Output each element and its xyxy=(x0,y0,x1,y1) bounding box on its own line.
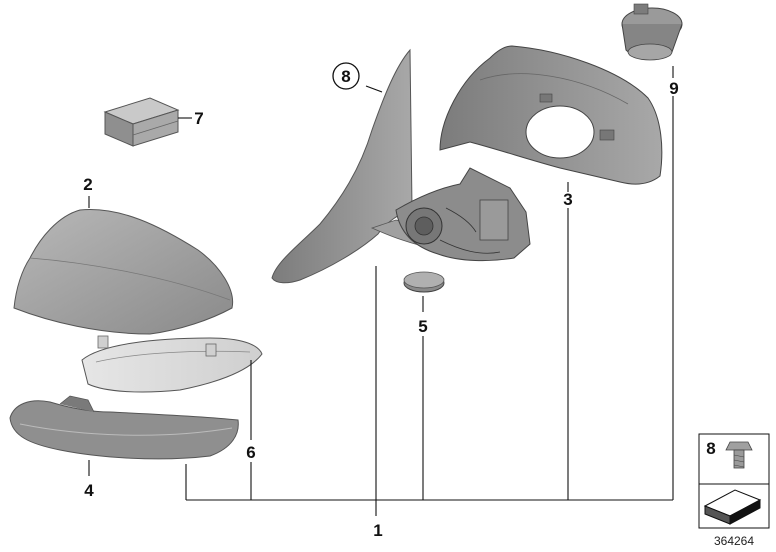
callout-7: 7 xyxy=(194,109,203,128)
part-9-actuator xyxy=(621,3,683,61)
part-7-block xyxy=(103,97,180,147)
inset-box: 8 xyxy=(698,433,770,529)
callout-3: 3 xyxy=(563,190,572,209)
part-2-mirror-cap xyxy=(13,208,234,335)
callout-4: 4 xyxy=(84,481,94,500)
part-4-lower-trim xyxy=(9,395,239,460)
callout-8-circle xyxy=(332,62,360,90)
part-5-cover-cap xyxy=(403,271,445,293)
bracket-symbol-icon xyxy=(703,489,762,525)
callout-1: 1 xyxy=(373,521,382,540)
callout-9: 9 xyxy=(669,79,678,98)
diagram-number: 364264 xyxy=(714,534,754,548)
callout-8: 8 xyxy=(341,67,350,86)
leader-lines xyxy=(88,66,674,516)
part-6-turn-signal xyxy=(81,335,263,393)
inset-label-8: 8 xyxy=(706,439,715,458)
screw-icon xyxy=(725,441,753,469)
callout-6: 6 xyxy=(246,443,255,462)
callout-2: 2 xyxy=(83,175,92,194)
part-1-motor-assembly xyxy=(395,167,531,262)
callout-5: 5 xyxy=(418,317,427,336)
part-3-housing-frame xyxy=(439,45,663,185)
